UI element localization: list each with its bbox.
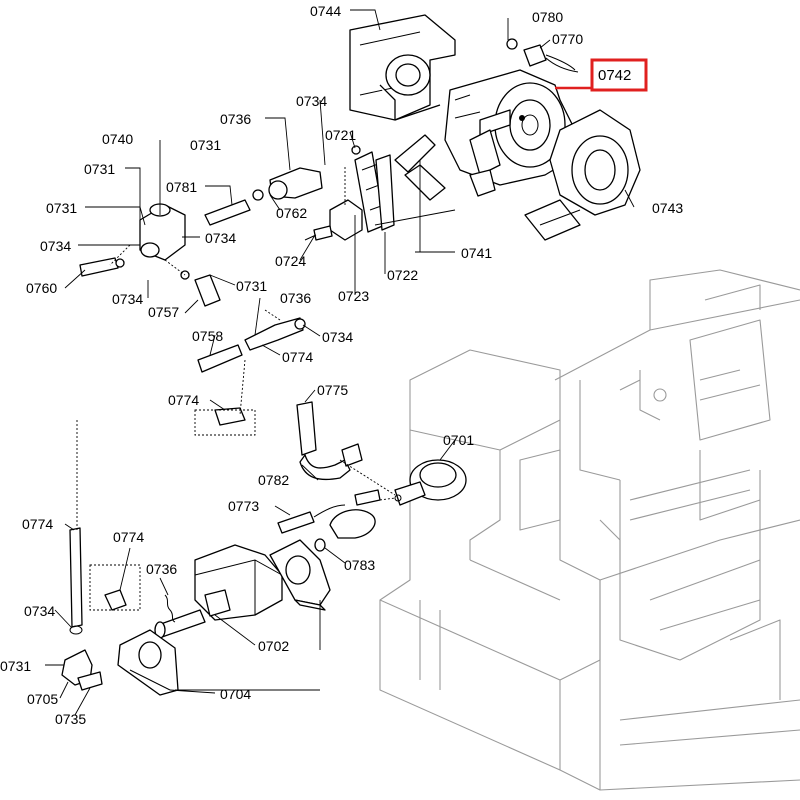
label-0734-e: 0734 [322,329,353,345]
label-0734-d: 0734 [112,291,143,307]
label-0760: 0760 [26,280,57,296]
label-0722: 0722 [387,267,418,283]
label-0721: 0721 [325,127,356,143]
label-0743: 0743 [652,200,683,216]
part-0762-valve [204,167,323,226]
label-0762: 0762 [276,205,307,221]
label-0782: 0782 [258,472,289,488]
label-0774-c: 0774 [22,516,53,532]
label-0735: 0735 [55,711,86,727]
part-0724-screw [304,225,333,241]
part-0741-lever [394,134,496,201]
part-0701-fitting [394,459,467,506]
label-0731-d: 0731 [236,278,267,294]
part-0780-screw [506,38,579,73]
part-0773-connector [277,489,381,552]
part-pump-bracket [269,539,331,611]
part-0721-rod [351,145,395,233]
part-0704-bracket [117,629,179,696]
label-0783: 0783 [344,557,375,573]
assembly-guide-lines [109,165,346,416]
label-0773: 0773 [228,498,259,514]
part-0774-tube [69,527,83,635]
label-0734-b: 0734 [205,230,236,246]
label-0736-b: 0736 [280,290,311,306]
part-0740-valve-block [79,203,186,277]
part-0702-pump [154,544,283,639]
label-0775: 0775 [317,382,348,398]
label-0731-a: 0731 [190,137,221,153]
highlight-0742[interactable]: 0742 [555,58,648,92]
part-0723-bracket [329,199,363,241]
part-0774-clamp [104,589,127,611]
label-0774-b: 0774 [168,392,199,408]
label-0744: 0744 [310,3,341,19]
part-0744-bracket [349,14,456,121]
label-0741: 0741 [461,245,492,261]
label-0757: 0757 [148,304,179,320]
label-0704: 0704 [220,686,251,702]
part-0775-tube [296,401,363,481]
part-0736-spring [164,594,176,623]
part-0774-connector [197,317,306,426]
part-labels: 0744 0780 0770 0734 0736 0721 0740 0731 … [0,3,683,727]
label-0774-a: 0774 [282,349,313,365]
label-0758: 0758 [192,328,223,344]
label-0702: 0702 [258,638,289,654]
part-0705-elbow [61,649,103,691]
label-0705: 0705 [27,691,58,707]
label-0731-e: 0731 [0,658,31,674]
label-0742: 0742 [598,67,631,84]
label-0770: 0770 [552,31,583,47]
label-0701: 0701 [443,432,474,448]
leader-lines [45,9,635,716]
label-0723: 0723 [338,288,369,304]
machine-frame [379,269,800,791]
part-0743-housing [524,109,641,241]
label-0736-a: 0736 [220,111,251,127]
assembly-guide-lines-bottom [76,409,396,611]
label-0740: 0740 [102,131,133,147]
label-0734-f: 0734 [24,603,55,619]
label-0731-c: 0731 [46,200,77,216]
label-0724: 0724 [275,253,306,269]
label-0736-c: 0736 [146,561,177,577]
label-0731-b: 0731 [84,161,115,177]
label-0780: 0780 [532,9,563,25]
label-0781: 0781 [166,179,197,195]
label-0734-c: 0734 [40,238,71,254]
label-0734-a: 0734 [296,93,327,109]
label-0774-d: 0774 [113,529,144,545]
